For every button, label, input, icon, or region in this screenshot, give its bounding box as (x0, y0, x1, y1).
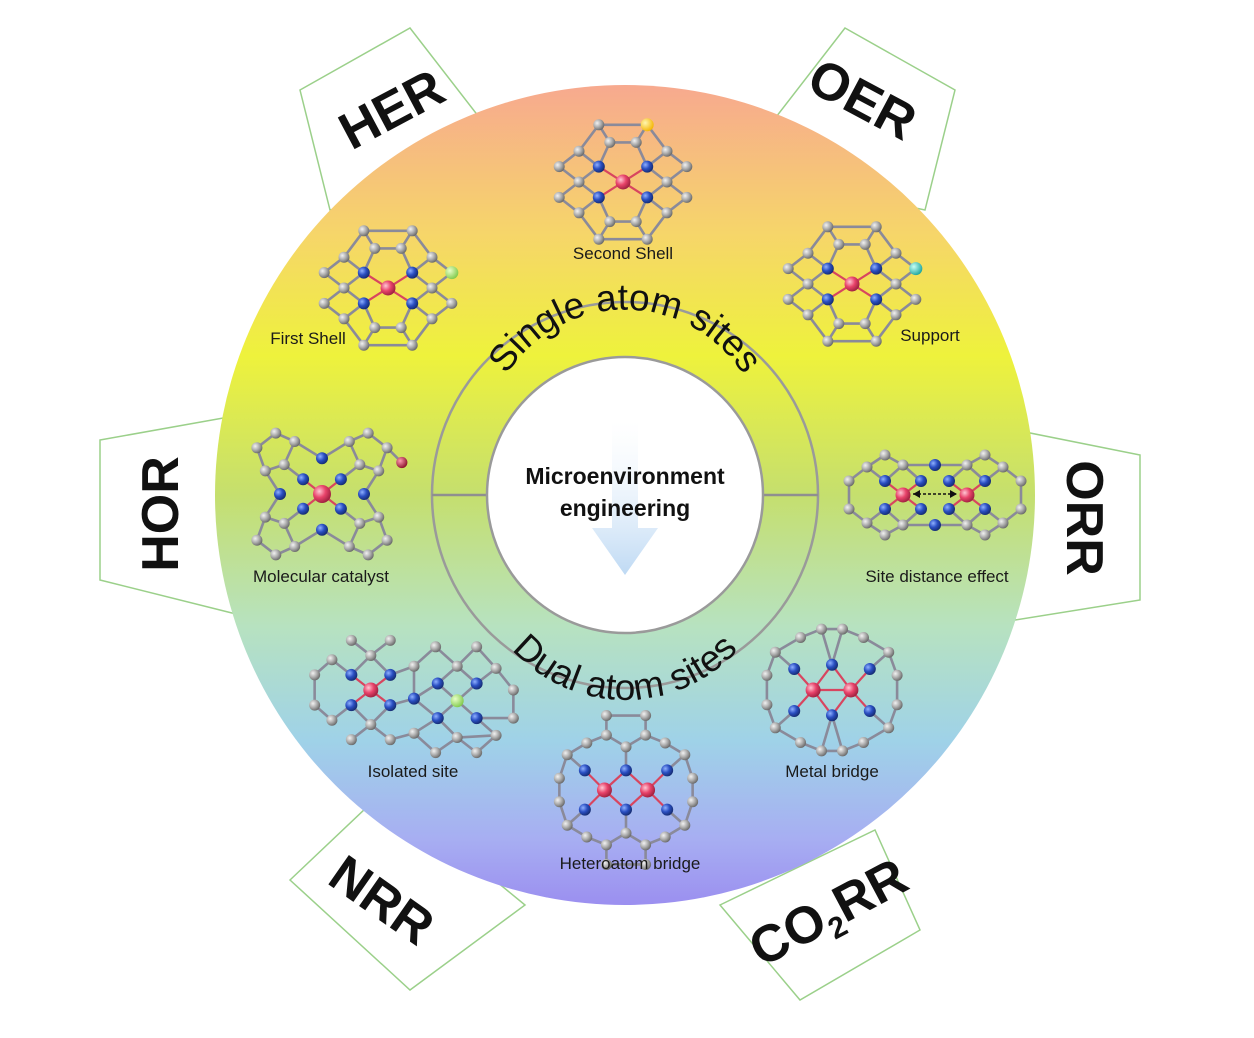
label-support: Support (900, 326, 960, 345)
label-site-distance: Site distance effect (865, 567, 1009, 586)
structure-heteroatom-bridge (553, 710, 699, 870)
center-circle: Microenvironment engineering (485, 355, 765, 635)
center-title-line1: Microenvironment (525, 463, 725, 489)
structure-labels: Second Shell First Shell Support Molecul… (253, 244, 1009, 873)
structure-first-shell (318, 225, 459, 351)
tab-orr: ORR (1014, 429, 1141, 621)
structure-isolated-site (309, 634, 519, 759)
label-isolated-site: Isolated site (368, 762, 459, 781)
label-first-shell: First Shell (270, 329, 346, 348)
tab-hor: HOR (99, 414, 241, 616)
label-metal-bridge: Metal bridge (785, 762, 879, 781)
structure-metal-bridge (761, 623, 903, 757)
label-second-shell: Second Shell (573, 244, 673, 263)
structure-second-shell (553, 118, 693, 245)
tab-co2rr: CO2RR (718, 828, 921, 1001)
tab-orr-label: ORR (1055, 460, 1113, 576)
label-molecular-catalyst: Molecular catalyst (253, 567, 389, 586)
label-heteroatom-bridge: Heteroatom bridge (560, 854, 701, 873)
structure-site-distance (843, 449, 1027, 541)
center-title-line2: engineering (560, 495, 690, 521)
tab-hor-label: HOR (132, 456, 190, 572)
structure-support (782, 221, 923, 347)
molecular-structures (251, 118, 1027, 870)
structure-molecular-catalyst (251, 427, 408, 561)
arrow-down-icon (592, 420, 658, 575)
